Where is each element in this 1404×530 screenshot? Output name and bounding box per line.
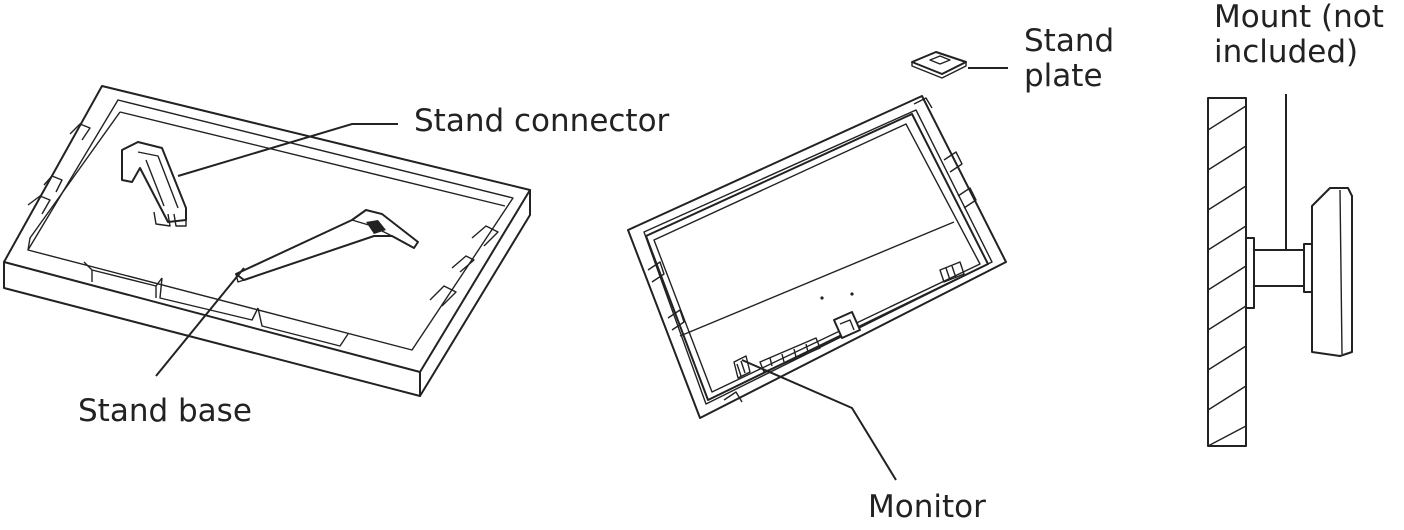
leader-lines [155, 67, 1287, 481]
leader-monitor [741, 359, 897, 481]
stand-plate-label: Stand plate [1024, 24, 1114, 93]
vent-right [939, 261, 965, 283]
stand-connector-label: Stand connector [414, 103, 670, 139]
stand-connector-part [121, 141, 187, 227]
mount-label-line1: Mount (not [1214, 0, 1384, 35]
stand-plate-label-line1: Stand [1024, 23, 1115, 59]
wall-mount [1207, 97, 1353, 447]
stand-plate-label-line2: plate [1024, 57, 1103, 94]
stand-base-part [235, 209, 419, 283]
mount-label: Mount (not included) [1214, 0, 1384, 69]
stand-base-label: Stand base [78, 393, 252, 429]
mount-label-line2: included) [1214, 33, 1359, 70]
stand-plate-part [911, 51, 967, 79]
stand-socket [833, 311, 861, 339]
monitor-label: Monitor [868, 489, 986, 525]
monitor-tray [627, 95, 1007, 419]
vent-left [733, 355, 751, 379]
foam-tray [3, 85, 531, 397]
leader-stand-base [155, 267, 245, 377]
leader-stand-connector [177, 123, 398, 177]
